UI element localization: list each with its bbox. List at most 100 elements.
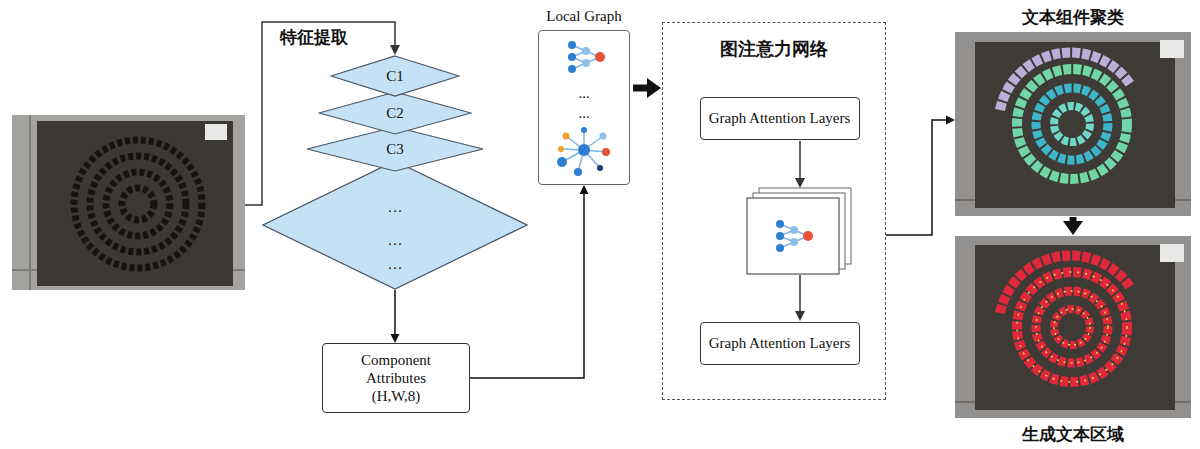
result-image [1017, 272, 1127, 382]
arrow-head [647, 78, 661, 98]
layer-box: Graph Attention Layers [700, 322, 860, 365]
graph-panel: Local Graph...... [538, 30, 630, 185]
cluster-image [955, 32, 1191, 216]
arrow-head [1063, 221, 1083, 235]
stage-label: 特征提取 [280, 27, 348, 47]
graph-icon [595, 52, 605, 62]
node-text: ... [539, 105, 629, 122]
graph-icon [581, 127, 587, 133]
cluster-image [955, 32, 1191, 216]
input-photo [12, 115, 245, 290]
node-text: Local Graph [509, 8, 659, 25]
connector-line [886, 120, 946, 235]
graph-icon [568, 41, 605, 73]
inner-arrow [795, 311, 805, 321]
card-stack [790, 238, 798, 246]
pyramid-level: C1 [330, 55, 460, 97]
node-text: Component Attributes (H,W,8) [348, 351, 444, 405]
cluster-image [975, 42, 1175, 208]
connector [391, 290, 400, 343]
module-frame: 图注意力网络Graph Attention LayersGraph Attent… [662, 22, 886, 400]
node-text: 图注意力网络 [663, 37, 885, 61]
graph-icon [558, 146, 564, 152]
card-stack [776, 220, 784, 228]
node-text: C1 [330, 67, 460, 85]
card-stack [803, 231, 813, 241]
input-photo [12, 115, 245, 290]
cluster-image [1000, 53, 1130, 110]
graph-icon [568, 53, 576, 61]
graph-icon [597, 165, 603, 171]
node-text: 文本组件聚类 [955, 7, 1191, 27]
graph-icon [557, 127, 610, 176]
result-image [1160, 244, 1184, 262]
connector-line [394, 290, 396, 334]
pyramid-level: ··· ··· ··· [262, 160, 528, 290]
card-stack [790, 226, 798, 234]
result-image [955, 236, 1191, 418]
result-image [1017, 272, 1127, 382]
diamond-outline [307, 127, 483, 171]
graph-icon [563, 133, 570, 140]
node-text: C2 [318, 104, 472, 122]
inner-arrow [799, 141, 801, 180]
node-text: ... [539, 85, 629, 102]
arrow-head [580, 185, 589, 194]
image-panel: 文本组件聚类 [955, 32, 1191, 216]
result-image [1054, 309, 1090, 345]
result-image [1036, 291, 1108, 363]
graph-icon [574, 168, 582, 176]
graph-icon [582, 59, 590, 67]
input-photo [205, 124, 227, 140]
graph-icon [557, 157, 567, 167]
input-photo [122, 188, 154, 220]
card-stack [776, 232, 784, 240]
cluster-image [1054, 106, 1090, 142]
result-image [1036, 291, 1108, 363]
node-text: ··· [262, 259, 528, 277]
graph-icon [602, 148, 610, 156]
card-stack [747, 198, 839, 274]
node-text: 生成文本区域 [955, 424, 1191, 444]
cluster-image [1017, 69, 1127, 179]
diamond-outline [263, 161, 527, 289]
graph-icon [568, 41, 576, 49]
inner-arrow [795, 178, 805, 188]
layer-box: Graph Attention Layers [700, 97, 860, 140]
process-box: Component Attributes (H,W,8) [322, 343, 470, 413]
cluster-image [1160, 40, 1184, 58]
inner-arrow [795, 141, 805, 321]
graph-icon [600, 133, 607, 140]
connector-line [1070, 217, 1077, 221]
node-text: C3 [306, 140, 484, 158]
diamond-outline [319, 92, 471, 134]
input-photo [37, 121, 233, 286]
input-photo [106, 172, 170, 236]
result-image [975, 245, 1175, 410]
input-wire [390, 45, 400, 55]
node-text: ··· [262, 235, 528, 253]
node-text: ··· [262, 202, 528, 220]
result-image [955, 236, 1191, 418]
node-text: Graph Attention Layers [709, 110, 851, 127]
result-image [1000, 256, 1130, 313]
block-arrow [1063, 217, 1083, 235]
graph-icon [578, 144, 590, 156]
arrow-head [391, 334, 400, 343]
pyramid-level: C2 [318, 91, 472, 135]
inner-arrow [799, 275, 801, 313]
arrow-head [946, 116, 955, 125]
input-photo [29, 115, 31, 290]
card-stack [776, 244, 784, 252]
graph-icon [568, 65, 576, 73]
connector-line [633, 85, 647, 92]
node-text: Graph Attention Layers [709, 335, 851, 352]
input-photo [90, 156, 186, 252]
connector [886, 116, 955, 236]
graph-icon [582, 47, 590, 55]
cluster-image [1036, 88, 1108, 160]
image-panel: 生成文本区域 [955, 236, 1191, 418]
